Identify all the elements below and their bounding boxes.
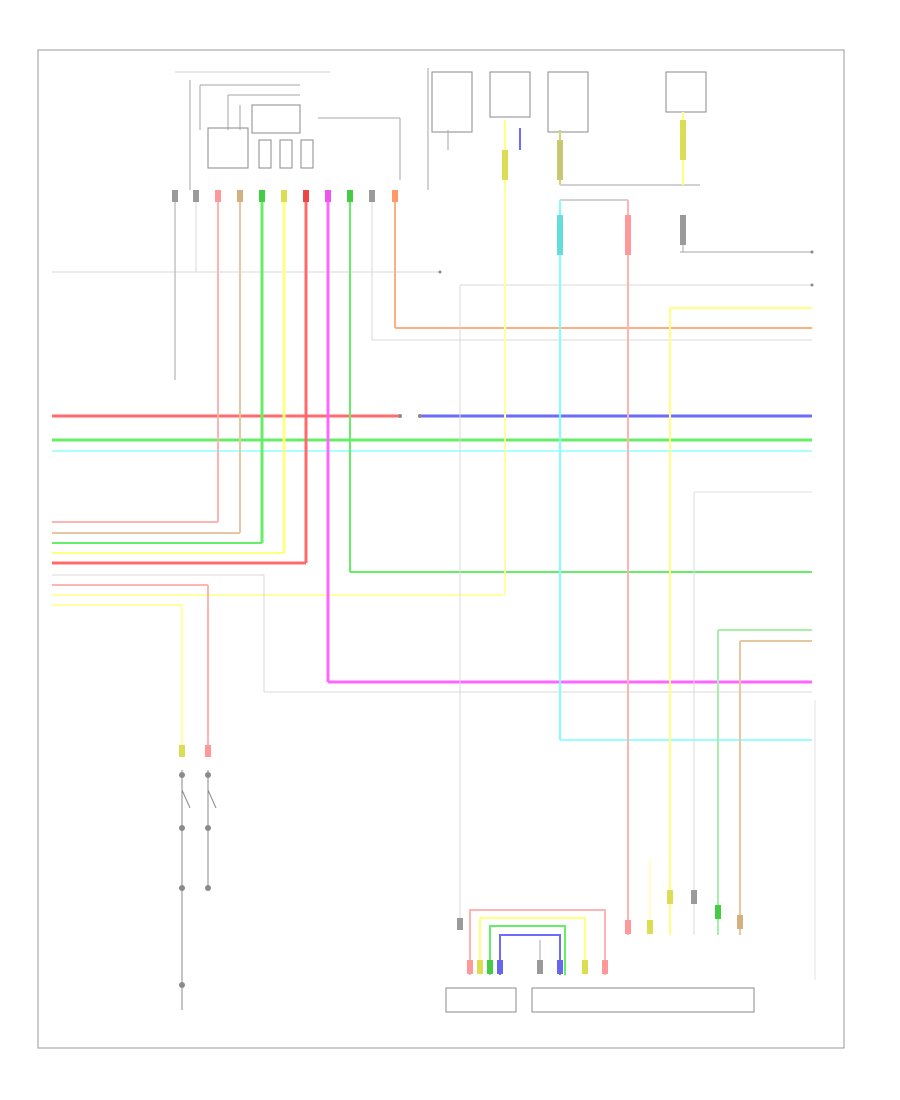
relay-box <box>251 104 301 134</box>
connector-pins <box>172 120 686 930</box>
switch-column <box>174 340 217 1010</box>
bottom-connectors <box>445 909 755 1013</box>
horizontal-wires <box>52 251 812 741</box>
splice-points <box>398 250 814 418</box>
bottom-pin-markers <box>467 890 743 974</box>
fuse-2 <box>279 139 293 169</box>
top-right-connectors <box>427 68 707 201</box>
power-source-block <box>175 71 401 190</box>
fuse-block <box>207 127 249 169</box>
vertical-wires <box>174 112 816 980</box>
fuse-1 <box>258 139 272 169</box>
diagram-frame <box>37 49 845 1049</box>
fuse-3 <box>300 139 314 169</box>
